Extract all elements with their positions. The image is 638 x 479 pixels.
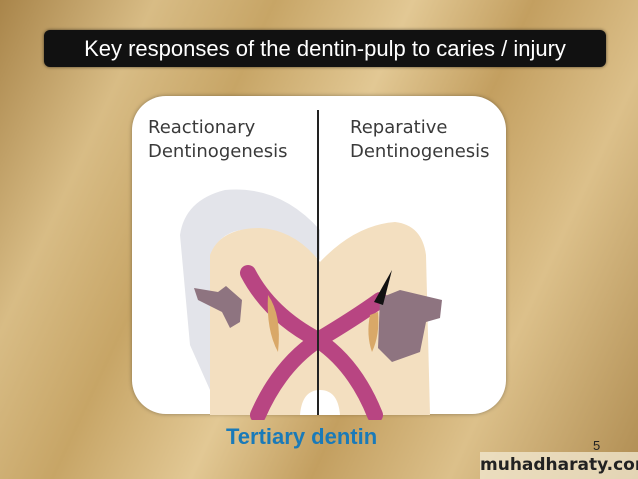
dentin-crown — [210, 222, 430, 415]
page-number: 5 — [593, 438, 601, 453]
left-label-line2: Dentinogenesis — [148, 141, 288, 162]
right-label-line2: Dentinogenesis — [350, 141, 490, 162]
figure-caption: Tertiary dentin — [226, 424, 378, 449]
right-label-line1: Reparative — [350, 117, 448, 138]
left-label: Reactionary Dentinogenesis — [148, 116, 288, 164]
left-label-line1: Reactionary — [148, 117, 256, 138]
caries-left — [194, 286, 242, 328]
slide-title: Key responses of the dentin-pulp to cari… — [44, 30, 606, 67]
reactionary-dentin — [267, 295, 279, 352]
necrotic-tract — [374, 270, 392, 305]
tooth-diagram: Reactionary Dentinogenesis Reparative De… — [130, 90, 510, 420]
reparative-dentin — [368, 312, 379, 352]
pulp-opening — [300, 390, 340, 415]
right-label: Reparative Dentinogenesis — [350, 116, 490, 164]
watermark: muhadharaty.com — [480, 452, 638, 479]
enamel — [180, 189, 320, 390]
tooth-illustration — [180, 110, 442, 420]
caries-right — [378, 290, 442, 362]
